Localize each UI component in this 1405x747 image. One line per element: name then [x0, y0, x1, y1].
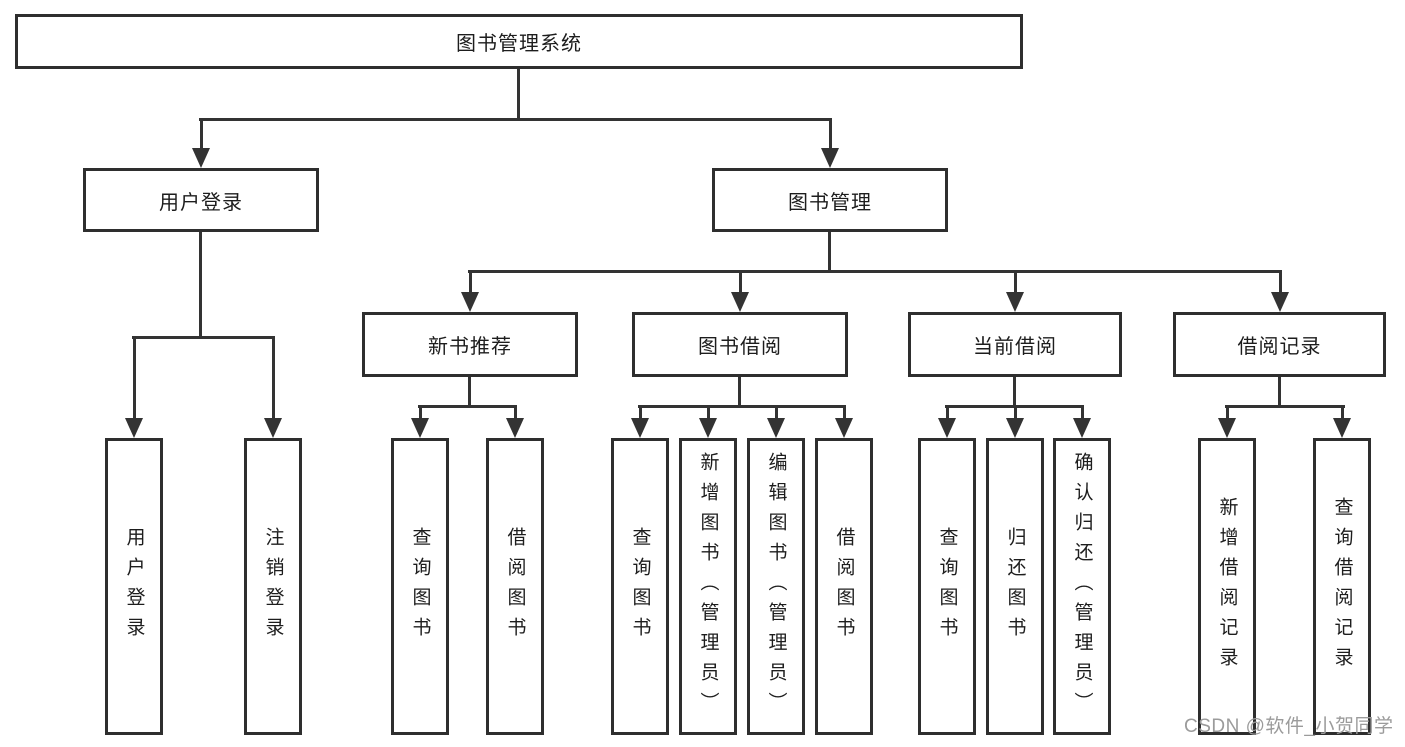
node-book-borrow: 图书借阅	[632, 312, 848, 377]
arrow-current-confirm	[1073, 405, 1091, 438]
arrow-current-query	[938, 405, 956, 438]
leaf-borrow-add-books-admin: 新增图书（管理员）	[679, 438, 737, 735]
watermark-text: CSDN @软件_小贺同学	[1184, 716, 1394, 737]
arrow-records-add	[1218, 405, 1236, 438]
leaf-label: 注销登录	[262, 526, 284, 647]
node-book-management: 图书管理	[712, 168, 948, 232]
leaf-logout-login: 注销登录	[244, 438, 302, 735]
arrow-to-borrow-records	[1271, 270, 1289, 312]
node-borrow-records: 借阅记录	[1173, 312, 1386, 377]
leaf-label: 确认归还（管理员）	[1071, 451, 1093, 722]
leaf-label: 归还图书	[1004, 526, 1026, 647]
node-label: 借阅记录	[1237, 336, 1322, 358]
arrow-to-book-management	[821, 118, 839, 168]
arrow-borrow-borrow	[835, 405, 853, 438]
leaf-current-return-books: 归还图书	[986, 438, 1044, 735]
leaf-label: 新增借阅记录	[1216, 496, 1238, 677]
leaf-borrow-edit-books-admin: 编辑图书（管理员）	[747, 438, 805, 735]
leaf-label: 查询图书	[409, 526, 431, 647]
leaf-label: 新增图书（管理员）	[697, 451, 719, 722]
leaf-label: 查询图书	[629, 526, 651, 647]
leaf-label: 借阅图书	[504, 526, 526, 647]
connector-mgmt-stub	[828, 232, 831, 273]
leaf-borrow-borrow-books: 借阅图书	[815, 438, 873, 735]
node-label: 图书借阅	[698, 336, 782, 358]
connector-root-stub	[517, 69, 520, 120]
connector-records-stub	[1278, 376, 1281, 408]
connector-userlogin-hline	[132, 336, 275, 339]
leaf-current-confirm-return-admin: 确认归还（管理员）	[1053, 438, 1111, 735]
leaf-label: 查询借阅记录	[1331, 496, 1353, 677]
leaf-newbook-query-books: 查询图书	[391, 438, 449, 735]
connector-current-stub	[1013, 376, 1016, 408]
leaf-borrow-query-books: 查询图书	[611, 438, 669, 735]
node-label: 图书管理	[788, 191, 872, 214]
arrow-to-user-login	[192, 118, 210, 168]
connector-mgmt-hline	[468, 270, 1282, 273]
node-user-login: 用户登录	[83, 168, 319, 232]
node-current-borrow: 当前借阅	[908, 312, 1122, 377]
leaf-label: 借阅图书	[833, 526, 855, 647]
connector-newbook-hline	[418, 405, 517, 408]
node-label: 用户登录	[159, 191, 243, 214]
arrow-to-leaf-logout	[264, 336, 282, 438]
node-label: 当前借阅	[973, 336, 1057, 358]
leaf-records-add-record: 新增借阅记录	[1198, 438, 1256, 735]
leaf-records-query-record: 查询借阅记录	[1313, 438, 1371, 735]
arrow-current-return	[1006, 405, 1024, 438]
arrow-records-query	[1333, 405, 1351, 438]
leaf-label: 编辑图书（管理员）	[765, 451, 787, 722]
arrow-borrow-add	[699, 405, 717, 438]
arrow-to-leaf-user-login	[125, 336, 143, 438]
arrow-to-current-borrow	[1006, 270, 1024, 312]
leaf-user-login: 用户登录	[105, 438, 163, 735]
connector-newbook-stub	[468, 376, 471, 408]
leaf-label: 用户登录	[123, 526, 145, 647]
node-label: 图书管理系统	[456, 33, 582, 55]
node-new-book-recommend: 新书推荐	[362, 312, 578, 377]
arrow-newbook-query	[411, 405, 429, 438]
connector-bookborrow-hline	[638, 405, 846, 408]
connector-root-hline	[199, 118, 832, 121]
node-library-management-system: 图书管理系统	[15, 14, 1023, 69]
arrow-to-book-borrow	[731, 270, 749, 312]
leaf-newbook-borrow-books: 借阅图书	[486, 438, 544, 735]
arrow-to-new-book-recommend	[461, 270, 479, 312]
connector-userlogin-stub	[199, 232, 202, 339]
connector-bookborrow-stub	[738, 376, 741, 408]
connector-records-hline	[1225, 405, 1345, 408]
arrow-borrow-edit	[767, 405, 785, 438]
node-label: 新书推荐	[428, 336, 512, 358]
leaf-current-query-books: 查询图书	[918, 438, 976, 735]
arrow-borrow-query	[631, 405, 649, 438]
leaf-label: 查询图书	[936, 526, 958, 647]
arrow-newbook-borrow	[506, 405, 524, 438]
